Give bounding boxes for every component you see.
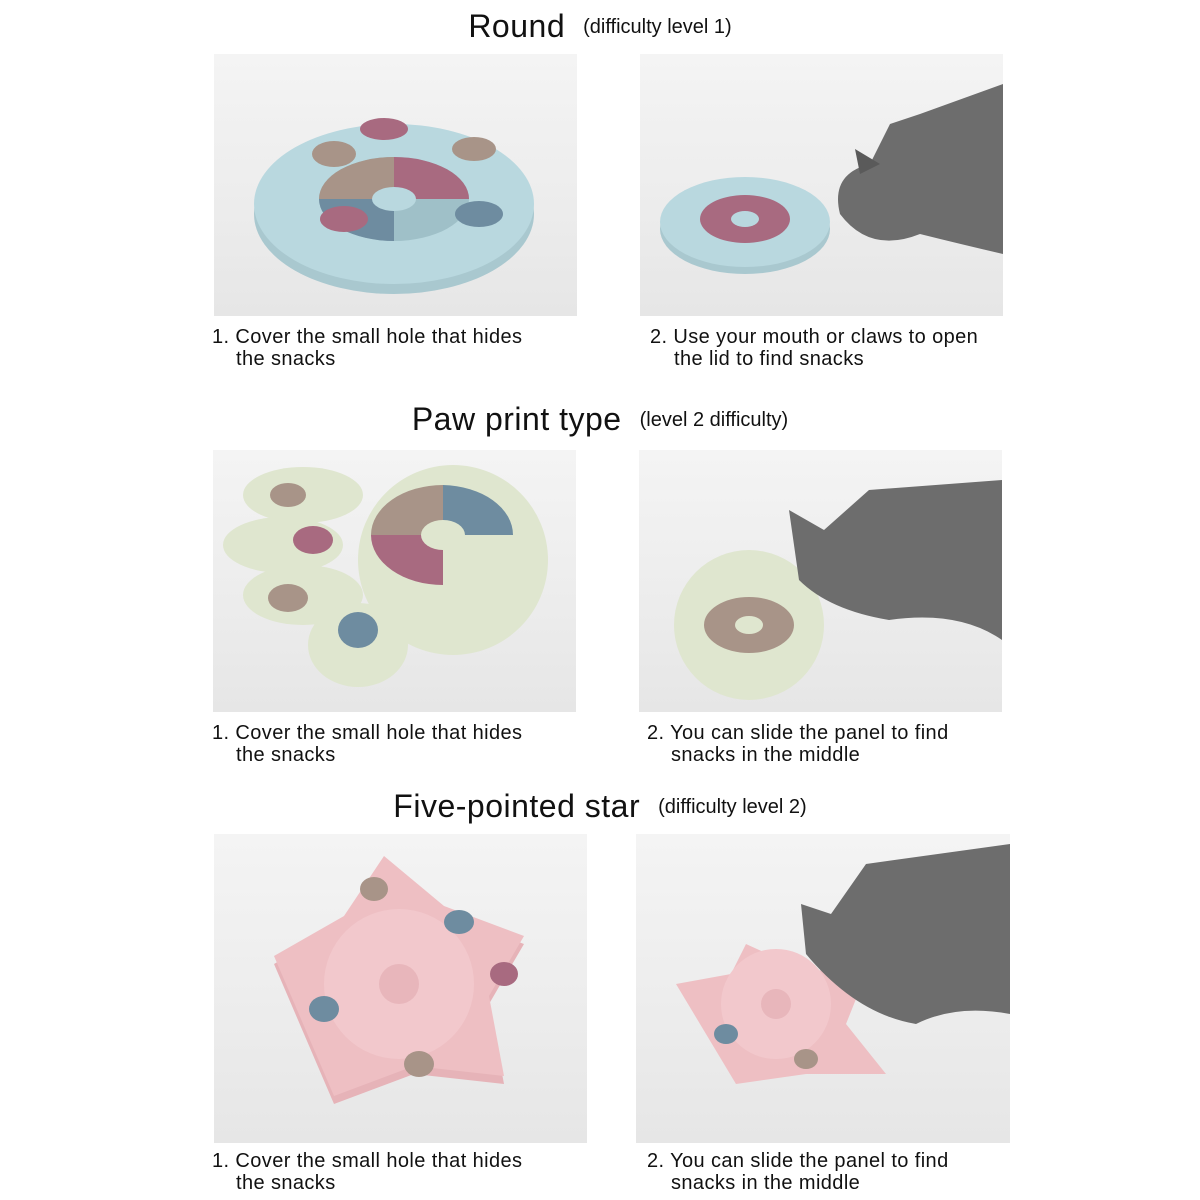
photo-round-toy-with-cat — [640, 54, 1003, 316]
photo-star-toy-with-cat — [636, 834, 1010, 1143]
caption-line: the lid to find snacks — [674, 348, 865, 370]
title-text: Paw print type — [411, 401, 622, 437]
title-text: Round — [468, 8, 566, 44]
photo-paw-toy — [213, 450, 576, 712]
photo-round-toy — [214, 54, 577, 316]
caption-line: 1. Cover the small hole that hides — [212, 1150, 523, 1172]
section-title-round: Round (difficulty level 1) — [0, 8, 1200, 45]
section-title-star: Five-pointed star (difficulty level 2) — [0, 788, 1200, 825]
caption-line: the snacks — [236, 348, 336, 370]
title-text: Five-pointed star — [393, 788, 641, 824]
caption-line: snacks in the middle — [671, 1172, 861, 1194]
caption-line: 2. You can slide the panel to find — [647, 1150, 949, 1172]
photo-paw-toy-with-cat — [639, 450, 1002, 712]
caption-line: 1. Cover the small hole that hides — [212, 722, 523, 744]
caption-line: 1. Cover the small hole that hides — [212, 326, 523, 348]
caption-line: the snacks — [236, 1172, 336, 1194]
photo-star-toy — [214, 834, 587, 1143]
section-title-paw: Paw print type (level 2 difficulty) — [0, 401, 1200, 438]
subtitle-text: (level 2 difficulty) — [639, 409, 789, 431]
subtitle-text: (difficulty level 1) — [583, 16, 732, 38]
caption-line: 2. Use your mouth or claws to open — [650, 326, 979, 348]
caption-line: the snacks — [236, 744, 336, 766]
caption-line: 2. You can slide the panel to find — [647, 722, 949, 744]
subtitle-text: (difficulty level 2) — [658, 796, 807, 818]
caption-line: snacks in the middle — [671, 744, 861, 766]
